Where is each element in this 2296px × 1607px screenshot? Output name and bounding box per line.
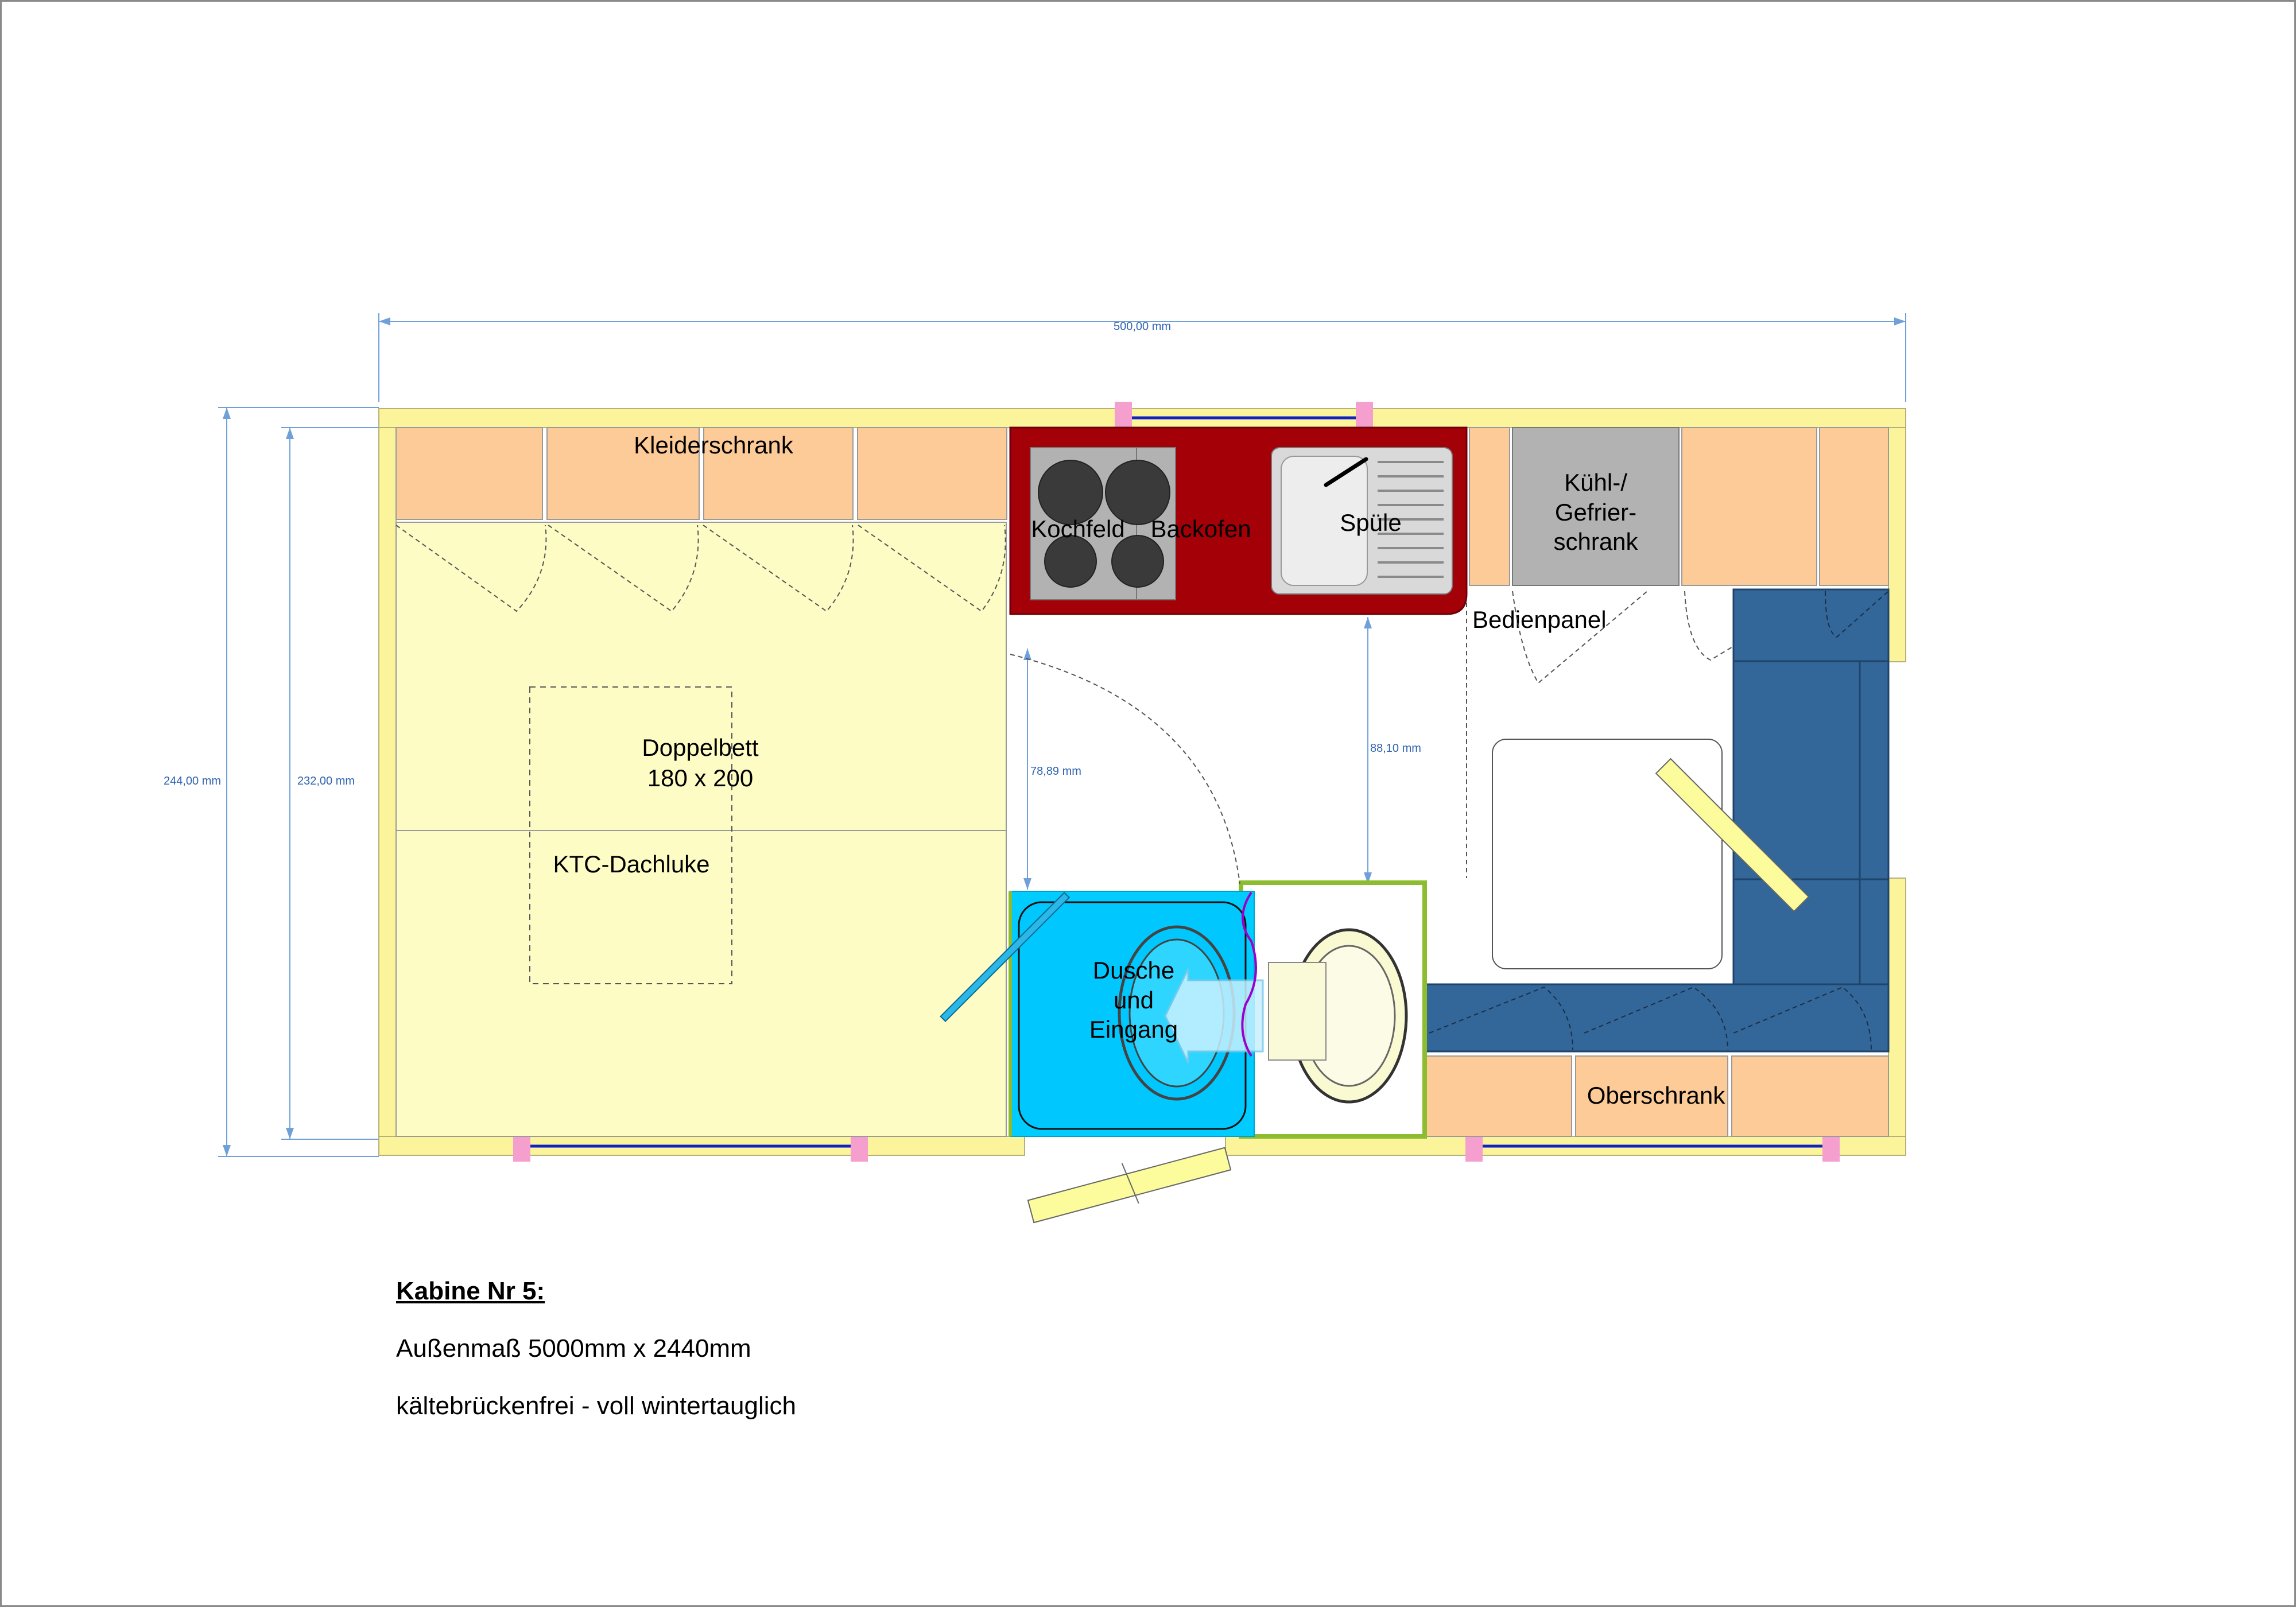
bed-size-label: 180 x 200: [647, 764, 754, 791]
dinette-sofa: [1422, 588, 1890, 1053]
oven-label: Backofen: [1150, 515, 1251, 542]
double-bed: [395, 522, 1007, 1137]
fridge-label-3: schrank: [1553, 528, 1638, 555]
fridge-cabinets: [1469, 427, 1889, 586]
entrance-door-swing: [1010, 654, 1240, 884]
wardrobe: [395, 427, 1007, 520]
sofa-cushion-swings: [1429, 591, 1889, 1051]
bed-label: Doppelbett: [642, 734, 758, 761]
entrance-step: [1027, 1147, 1232, 1224]
wash-basin: [1268, 962, 1327, 1061]
outer-dimensions-text: Außenmaß 5000mm x 2440mm: [396, 1334, 751, 1363]
window-marker: [1356, 402, 1373, 432]
inner-width-dimension: 232,00 mm: [297, 775, 355, 787]
caption-block: Kabine Nr 5: Außenmaß 5000mm x 2440mm kä…: [396, 1263, 796, 1435]
upper-cabinet: [1423, 1055, 1889, 1137]
table-leaf: [1655, 758, 1810, 913]
shower-hose-icon: [1241, 891, 1257, 1057]
shower-label-3: Eingang: [1089, 1016, 1178, 1043]
hob-label: Kochfeld: [1031, 515, 1124, 542]
window-marker: [1115, 402, 1132, 432]
cabin-title: Kabine Nr 5:: [396, 1277, 545, 1305]
sink-label: Spüle: [1340, 509, 1401, 536]
fridge-label-1: Kühl-/: [1564, 469, 1627, 496]
burner-icon: [1038, 460, 1170, 588]
faucet-icon: [1324, 457, 1368, 487]
aisle-clearance-dimension: 88,10 mm: [1370, 742, 1421, 755]
fridge: [1512, 427, 1680, 586]
outer-width-dimension: 244,00 mm: [164, 775, 221, 787]
dimension-lines: [218, 313, 1906, 1157]
control-panel-label: Bedienpanel: [1472, 606, 1607, 633]
insulation-note: kältebrückenfrei - voll wintertauglich: [396, 1392, 796, 1420]
fridge-label-2: Gefrier-: [1555, 499, 1636, 526]
arrow-icon: [1164, 968, 1264, 1063]
total-length-dimension: 500,00 mm: [1114, 320, 1171, 333]
fridge-door-swings: [1466, 591, 1889, 878]
wardrobe-door-swings: [395, 525, 1006, 612]
dimension-arrows: [223, 317, 1906, 1156]
shower-label-1: Dusche: [1093, 957, 1174, 984]
roof-hatch: [529, 686, 732, 984]
shower-door-panel: [940, 891, 1071, 1022]
windows: [513, 402, 1840, 1162]
upper-cabinet-label: Oberschrank: [1587, 1082, 1725, 1109]
dinette-table: [1492, 739, 1723, 969]
roof-hatch-label: KTC-Dachluke: [553, 851, 709, 878]
door-clearance-dimension: 78,89 mm: [1030, 765, 1081, 778]
shower-label-2: und: [1114, 987, 1154, 1014]
wardrobe-label: Kleiderschrank: [634, 432, 794, 459]
drainboard-icon: [1378, 461, 1444, 578]
